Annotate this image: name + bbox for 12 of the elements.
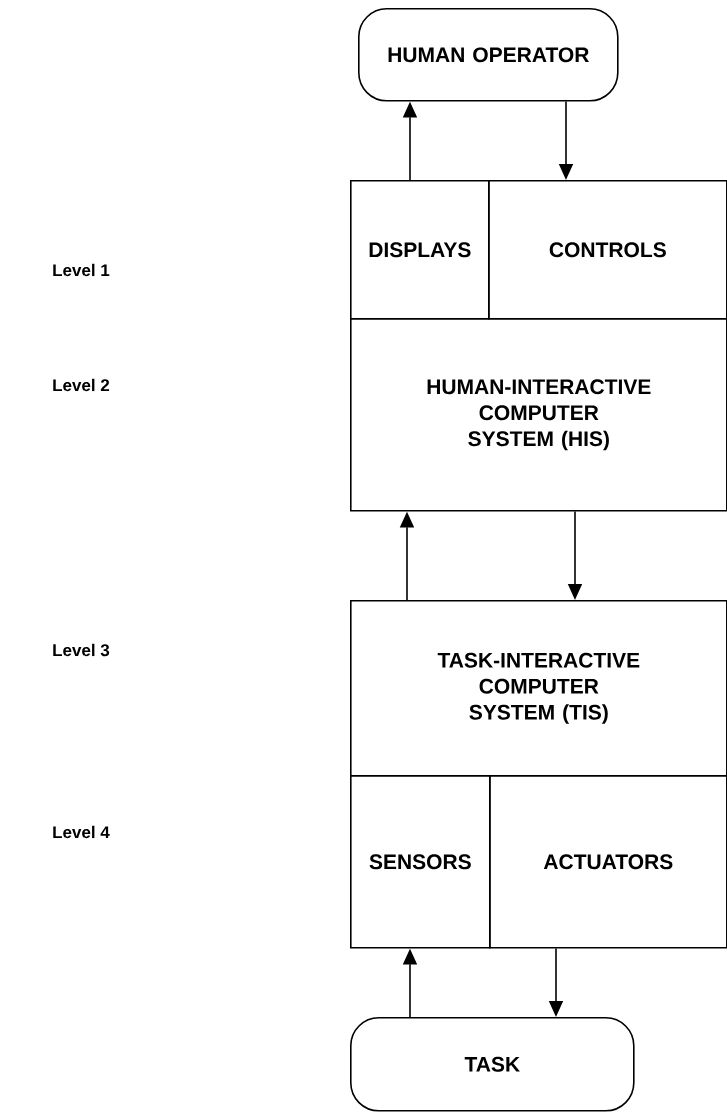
system-box: TASK-INTERACTIVE COMPUTER SYSTEM (TIS) (350, 600, 727, 777)
terminal-box: TASK (350, 1017, 635, 1112)
level-label: Level 3 (53, 643, 110, 657)
system-box: CONTROLS (488, 180, 727, 320)
level-label: Level 2 (53, 378, 110, 392)
terminal-box: HUMAN OPERATOR (358, 8, 619, 102)
system-box: SENSORS (350, 775, 491, 949)
system-box: ACTUATORS (489, 775, 727, 949)
system-box: HUMAN-INTERACTIVE COMPUTER SYSTEM (HIS) (350, 318, 727, 512)
level-label: Level 1 (53, 263, 110, 277)
level-label: Level 4 (53, 825, 110, 839)
system-box: DISPLAYS (350, 180, 490, 320)
